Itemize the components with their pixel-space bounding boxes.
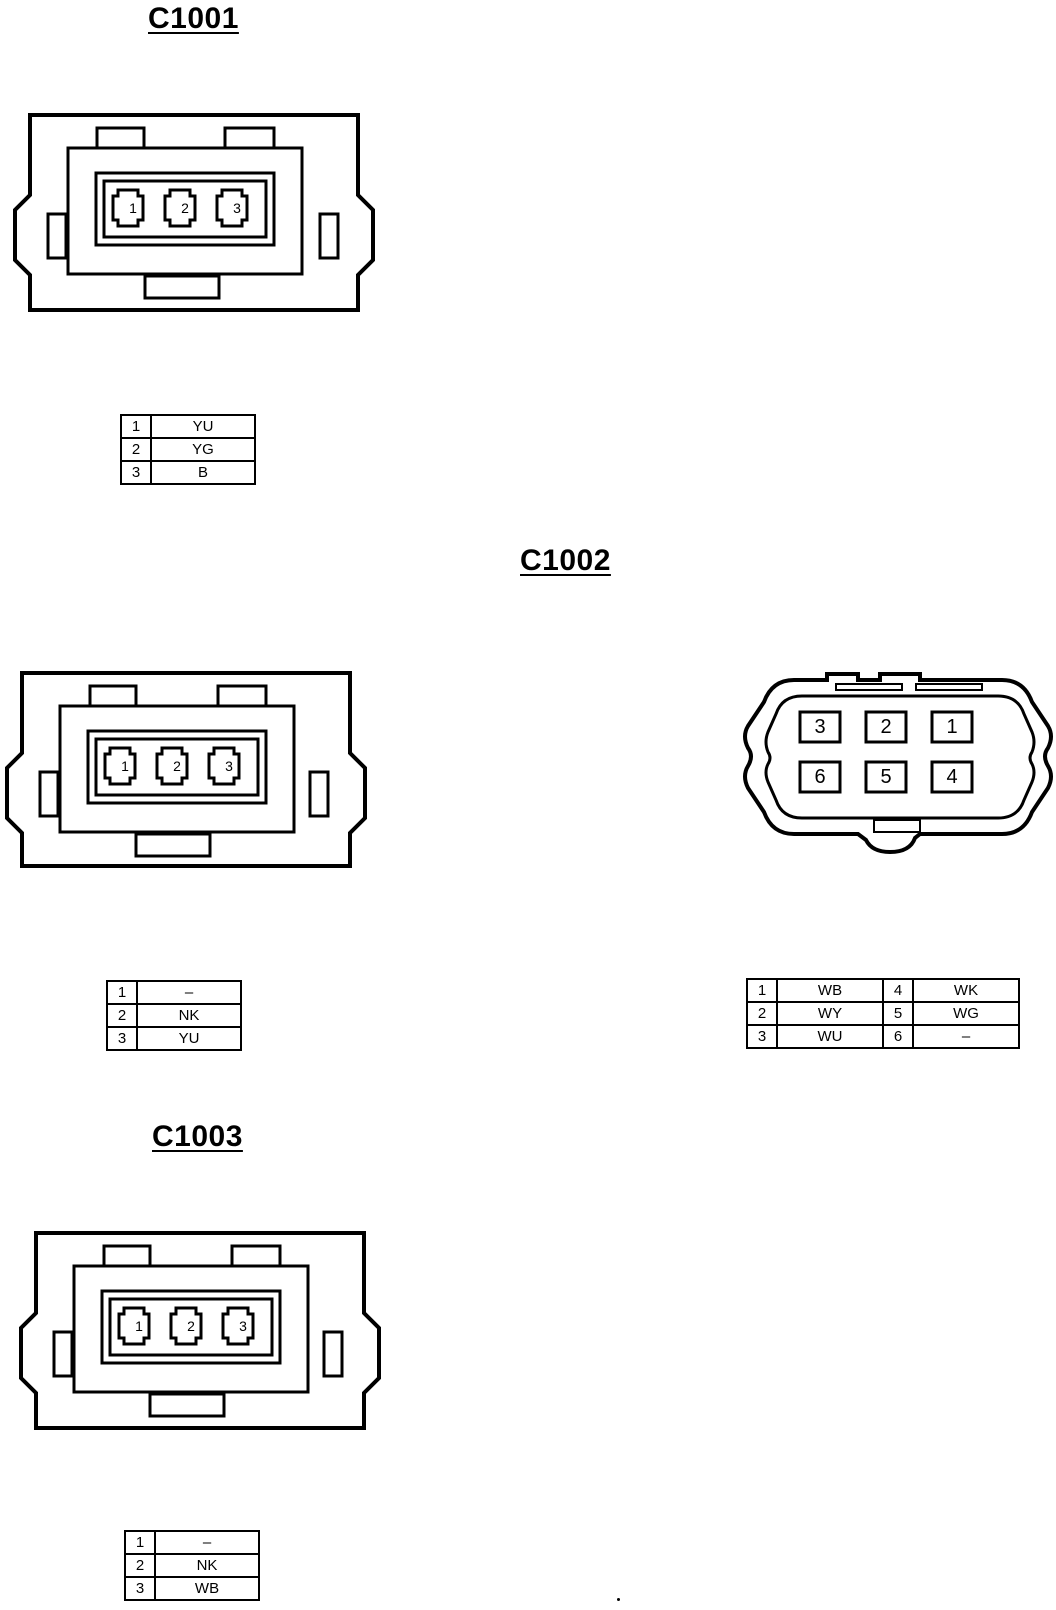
- wire-color: YG: [150, 437, 256, 462]
- wire-color: WB: [154, 1576, 260, 1601]
- table-row: 2 YG: [120, 437, 256, 462]
- pin-label: 1: [121, 758, 129, 774]
- pin-label: 2: [880, 716, 891, 738]
- connector-c1003-pin-table: 1 – 2 NK 3 WB: [124, 1530, 260, 1601]
- pin-number: 1: [120, 414, 152, 439]
- pin-label: 2: [173, 758, 181, 774]
- table-row: 3 YU: [106, 1026, 242, 1051]
- pin-label: 2: [187, 1318, 195, 1334]
- pin-label: 2: [181, 200, 189, 216]
- table-row: 2 WY 5 WG: [746, 1001, 1020, 1026]
- wire-color: –: [136, 980, 242, 1005]
- pin-3-cavity: [215, 188, 249, 228]
- wire-color: –: [912, 1024, 1020, 1049]
- pin-number: 3: [124, 1576, 156, 1601]
- pin-number: 3: [746, 1024, 778, 1049]
- pin-2-cavity: [163, 188, 197, 228]
- connector-c1002-left-pin-table: 1 – 2 NK 3 YU: [106, 980, 242, 1051]
- connector-c1002-right-face: 3 2 1 6 5 4: [743, 672, 1053, 855]
- pin-label: 4: [946, 766, 957, 788]
- connector-c1003-face: 1 2 3: [19, 1231, 381, 1430]
- pin-1-cavity: [117, 1306, 151, 1346]
- pin-label: 1: [129, 200, 137, 216]
- connector-c1001-title: C1001: [148, 2, 239, 35]
- wire-color: WK: [912, 978, 1020, 1003]
- connector-c1002-left-face: 1 2 3: [5, 671, 367, 868]
- table-row: 3 B: [120, 460, 256, 485]
- pin-number: 2: [124, 1553, 156, 1578]
- stray-dot: [617, 1598, 620, 1601]
- wire-color: YU: [136, 1026, 242, 1051]
- pin-number: 3: [106, 1026, 138, 1051]
- pin-number: 4: [882, 978, 914, 1003]
- table-row: 3 WU 6 –: [746, 1024, 1020, 1049]
- pin-label: 6: [814, 766, 825, 788]
- pin-3-cavity: [221, 1306, 255, 1346]
- connector-c1003-title: C1003: [152, 1120, 243, 1153]
- wire-color: YU: [150, 414, 256, 439]
- pin-label: 3: [225, 758, 233, 774]
- pin-label: 3: [233, 200, 241, 216]
- wire-color: WU: [776, 1024, 884, 1049]
- pin-label: 1: [135, 1318, 143, 1334]
- pin-number: 1: [124, 1530, 156, 1555]
- connector-c1001-pin-table: 1 YU 2 YG 3 B: [120, 414, 256, 485]
- pin-number: 2: [746, 1001, 778, 1026]
- connector-c1001-face: 1 2 3: [13, 113, 375, 312]
- pin-number: 1: [106, 980, 138, 1005]
- pin-label: 3: [814, 716, 825, 738]
- wire-color: NK: [154, 1553, 260, 1578]
- table-row: 2 NK: [124, 1553, 260, 1578]
- pin-1-cavity: [111, 188, 145, 228]
- table-row: 1 –: [106, 980, 242, 1005]
- table-row: 1 WB 4 WK: [746, 978, 1020, 1003]
- pin-number: 5: [882, 1001, 914, 1026]
- pin-number: 1: [746, 978, 778, 1003]
- pin-number: 6: [882, 1024, 914, 1049]
- table-row: 3 WB: [124, 1576, 260, 1601]
- wire-color: WY: [776, 1001, 884, 1026]
- pin-number: 3: [120, 460, 152, 485]
- wire-color: NK: [136, 1003, 242, 1028]
- pin-2-cavity: [169, 1306, 203, 1346]
- pin-number: 2: [106, 1003, 138, 1028]
- wire-color: WB: [776, 978, 884, 1003]
- pin-3-cavity: [207, 746, 241, 786]
- table-row: 1 –: [124, 1530, 260, 1555]
- table-row: 1 YU: [120, 414, 256, 439]
- connector-c1002-right-pin-table: 1 WB 4 WK 2 WY 5 WG 3 WU 6 –: [746, 978, 1020, 1049]
- wire-color: WG: [912, 1001, 1020, 1026]
- connector-c1002-title: C1002: [520, 544, 611, 577]
- pin-2-cavity: [155, 746, 189, 786]
- pin-1-cavity: [103, 746, 137, 786]
- pin-label: 1: [946, 716, 957, 738]
- pin-number: 2: [120, 437, 152, 462]
- table-row: 2 NK: [106, 1003, 242, 1028]
- pin-label: 3: [239, 1318, 247, 1334]
- wire-color: –: [154, 1530, 260, 1555]
- wire-color: B: [150, 460, 256, 485]
- pin-label: 5: [880, 766, 891, 788]
